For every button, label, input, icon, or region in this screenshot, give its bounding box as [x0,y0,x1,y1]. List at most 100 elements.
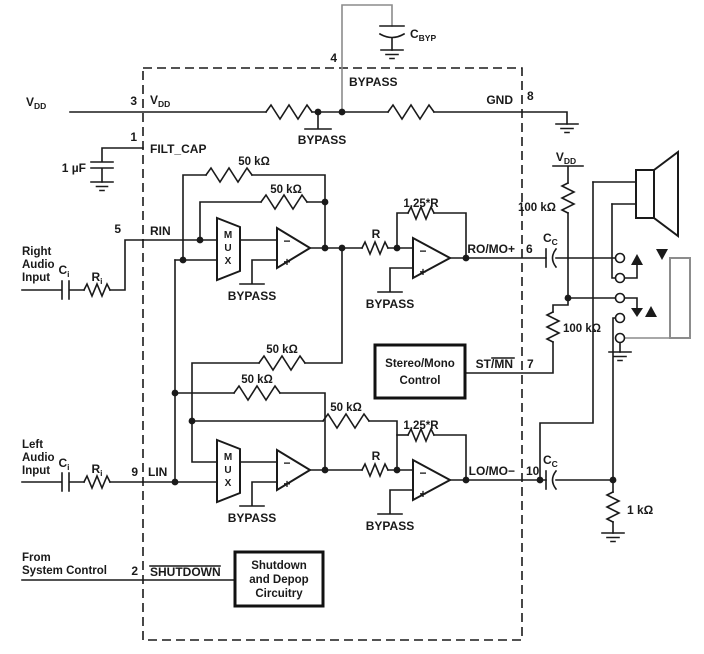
resistor-50k [257,354,307,372]
plug-down-arrow-icon [656,249,668,260]
mono-mix-network: 50 kΩ 50 kΩ 50 kΩ [174,247,398,471]
jack-switch-wire [624,297,638,309]
cc-capacitor-curved-plate [551,247,558,269]
ground-icon [555,123,579,134]
rin-pin-label: RIN [150,224,171,238]
shutdown-box-label: Shutdown [251,560,307,572]
opamp-triangle [412,458,453,502]
ground-icon [380,49,404,60]
pin10-number: 10 [526,464,540,478]
junction-dot [171,478,179,486]
opamp-minus: − [419,244,426,258]
r100k-mid-label: 100 kΩ [563,323,601,335]
input-res-ri [82,473,112,491]
stmn-wire [464,341,554,374]
divider-resistor-2 [386,103,436,121]
feedback-wire [182,174,207,261]
resistor-50k [204,166,254,184]
junction-dot [338,244,346,252]
opamp-minus: − [419,466,426,480]
jack-contact-icon [614,312,626,324]
pin6-number: 6 [526,242,533,256]
speaker-cone-icon [653,150,679,238]
filtcap-wire-capacitor [90,147,144,183]
cc-capacitor-curved-plate [551,469,558,491]
gnd-pin-label: GND [486,93,513,107]
r50-label: 50 kΩ [241,374,273,386]
input-cap-ci [21,280,85,300]
headphone-jack [608,249,691,481]
vdd-left-label: VDD [26,95,46,111]
ic-dashed-boundary [142,67,523,641]
pin9-number: 9 [131,465,138,479]
speaker-icon [635,169,655,219]
feedback-wire [433,434,467,481]
junction-dot [462,254,470,262]
ground-icon [90,181,114,192]
junction-dot [321,198,329,206]
ci-label: Ci [58,263,69,279]
left-channel: LIN M U X − + BYPASS R 1.25*R − + BYPASS… [142,420,654,543]
stereo-mono-box-label: Control [400,375,441,387]
resistor-100k-top [560,181,576,215]
ri-label: Ri [91,270,102,286]
shutdown-box [233,550,325,608]
mux-letter: M [224,230,232,241]
jack-contact4-wire [612,317,616,481]
stereo-mono-box-label: Stereo/Mono [385,358,455,370]
junction-dot [393,466,401,474]
bypass-ref-label: BYPASS [228,289,276,303]
stmn-pin-label: ST/MN [476,357,513,371]
speaker-wire-bottom-run [611,203,616,279]
pin1-number: 1 [130,130,137,144]
r50-label: 50 kΩ [266,344,298,356]
bypass-ref-tap [377,489,414,515]
feedback-wire [251,174,326,249]
right-channel: RIN 50 kΩ 50 kΩ M U X − + BYPASS R 1.25*… [142,156,616,483]
opamp-plus: + [419,487,426,501]
bypass-tap-label: BYPASS [298,133,346,147]
jack-contact-icon [614,252,626,264]
shutdown-src-label: System Control [22,565,107,577]
ground-icon [601,532,625,543]
right-input-label: Right [22,246,52,258]
pin4-number: 4 [330,51,337,65]
cc-label: CC [543,231,558,247]
junction-dot [462,476,470,484]
jack-contact-icon [614,292,626,304]
opamp-triangle [276,226,312,270]
opamp-minus: − [283,234,290,248]
junction-dot [393,244,401,252]
plug-up-arrow-icon [645,306,657,317]
junction-dot [321,466,329,474]
mux-block [216,438,241,504]
junction-dot [609,476,617,484]
jack-contact-icon [614,332,626,344]
speaker-wire-top-run [539,181,594,481]
mix-wire [368,420,398,471]
junction-dot [564,294,572,302]
stereo-mono-control: 100 kΩ Stereo/Mono Control ST/MN 7 [373,297,601,400]
resistor-50k [259,193,309,211]
mux-letter: X [225,478,232,489]
bypass-tap [304,111,332,130]
r100k-top-label: 100 kΩ [518,202,556,214]
feedback-wire [433,212,467,259]
lo-mo-pin-label: LO/MO− [469,464,515,478]
ground-icon [608,351,632,362]
cc-label: CC [543,453,558,469]
mix-wire [304,247,343,364]
ci-label: Ci [58,456,69,472]
stereo-mono-box [373,343,467,400]
cbyp-capacitor-curved-plate [378,32,406,39]
shutdown-pin-label: SHUTDOWN [150,565,221,579]
jack-contact-icon [614,272,626,284]
bypass-ref-label: BYPASS [366,519,414,533]
junction-dot [179,256,187,264]
filt-cap-branch: 1 FILT_CAP 1 µF [62,130,206,192]
lin-pin-label: LIN [148,465,167,479]
stmn-wire [552,297,569,313]
junction-dots [171,198,617,486]
divider-resistor-1 [264,103,314,121]
